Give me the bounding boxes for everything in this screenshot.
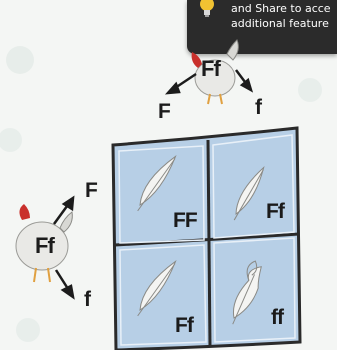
horizontal-divider — [114, 232, 300, 247]
lightbulb-icon — [200, 0, 214, 17]
top-left-allele: F — [158, 100, 171, 123]
left-bottom-allele: f — [84, 288, 91, 311]
left-parent-genotype: Ff — [35, 233, 55, 258]
top-chicken-icon — [191, 39, 239, 105]
tooltip-line-2: additional feature — [231, 17, 329, 30]
top-parent-genotype: Ff — [201, 56, 221, 81]
feather-top-right — [233, 165, 265, 221]
left-chicken-icon — [15, 204, 73, 283]
top-parent-arrows — [164, 69, 254, 95]
left-parent-arrows — [52, 195, 75, 300]
frizzled-feather-bottom-right — [232, 260, 262, 325]
tooltip-popup: and Share to acce additional feature — [187, 0, 337, 54]
tooltip-line-1: and Share to acce — [231, 2, 331, 15]
left-top-allele: F — [85, 179, 98, 202]
top-right-allele: f — [255, 96, 262, 119]
cell-label-top-left: FF — [173, 209, 198, 232]
cell-label-top-right: Ff — [266, 200, 285, 223]
feather-bottom-left — [137, 260, 177, 317]
cell-label-bottom-left: Ff — [175, 314, 194, 337]
vertical-divider — [206, 139, 212, 348]
feather-top-left — [137, 155, 177, 212]
cell-label-bottom-right: ff — [271, 306, 284, 329]
